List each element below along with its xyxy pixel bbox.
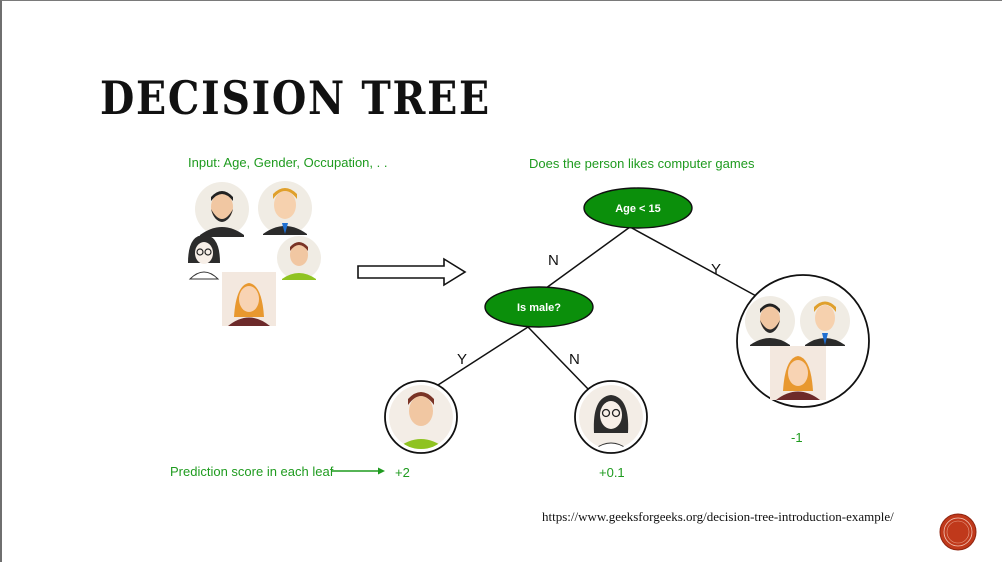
edge-inner-yes: [437, 326, 529, 386]
edge-label-inner-yes: Y: [457, 351, 467, 368]
edge-root-yes: [629, 226, 759, 298]
right-arrow-icon: [357, 257, 467, 287]
red-haired-woman-avatar: [222, 272, 276, 326]
inner-node: Is male?: [484, 286, 594, 328]
root-node-label: Age < 15: [615, 203, 661, 215]
edge-inner-no: [527, 326, 591, 392]
reference-url: https://www.geeksforgeeks.org/decision-t…: [542, 509, 894, 524]
leaf-score-girl: +0.1: [599, 465, 625, 480]
question-label: Does the person likes computer games: [529, 156, 755, 171]
tree-edges: [437, 226, 759, 392]
red-haired-woman-avatar: [770, 346, 826, 400]
bearded-man-avatar: [195, 182, 249, 237]
inner-node-label: Is male?: [517, 302, 561, 314]
leaf-adults: [736, 274, 870, 408]
blond-man-avatar: [800, 296, 850, 346]
edge-label-root-yes: Y: [711, 261, 721, 278]
leaf-caption: Prediction score in each leaf: [170, 464, 334, 479]
boy-avatar: [389, 385, 453, 449]
leaf-girl: [574, 380, 648, 454]
blond-man-avatar: [258, 181, 312, 235]
girl-glasses-avatar: [188, 235, 220, 280]
edge-label-inner-no: N: [569, 351, 580, 368]
input-people-group: [188, 181, 321, 326]
caption-arrowhead-icon: [378, 467, 385, 475]
edge-label-root-no: N: [548, 252, 559, 269]
root-node: Age < 15: [583, 187, 693, 229]
leaf-boy: [384, 380, 458, 454]
edge-root-no: [541, 226, 631, 292]
slide-nav-button[interactable]: [939, 513, 977, 551]
slide-title: DECISION TREE: [100, 71, 491, 125]
boy-avatar: [277, 236, 321, 280]
input-label: Input: Age, Gender, Occupation, . .: [188, 155, 388, 170]
leaf-score-boy: +2: [395, 465, 410, 480]
girl-glasses-avatar: [579, 385, 643, 449]
bearded-man-avatar: [745, 296, 795, 346]
leaf-score-adults: -1: [791, 430, 803, 445]
